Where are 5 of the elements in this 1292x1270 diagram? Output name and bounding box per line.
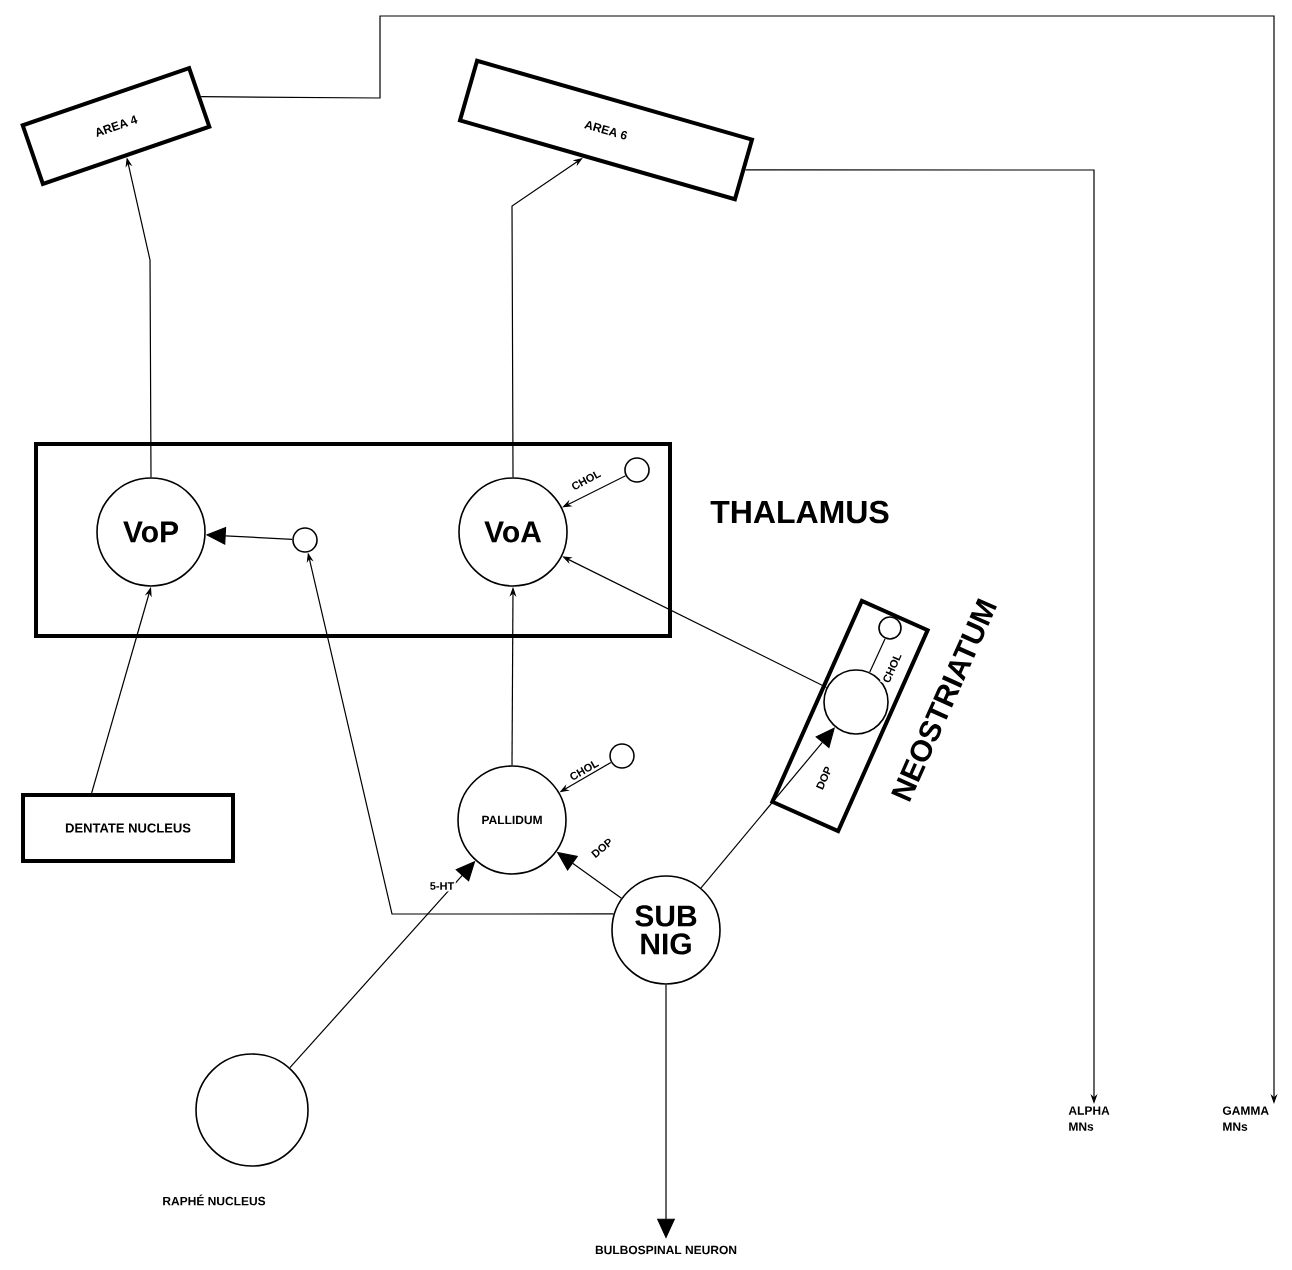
terminal-circle <box>609 743 635 769</box>
arrow <box>700 727 835 889</box>
region-label: THALAMUS <box>710 500 889 524</box>
terminal-circle <box>292 527 318 553</box>
terminal-circle <box>624 457 650 483</box>
